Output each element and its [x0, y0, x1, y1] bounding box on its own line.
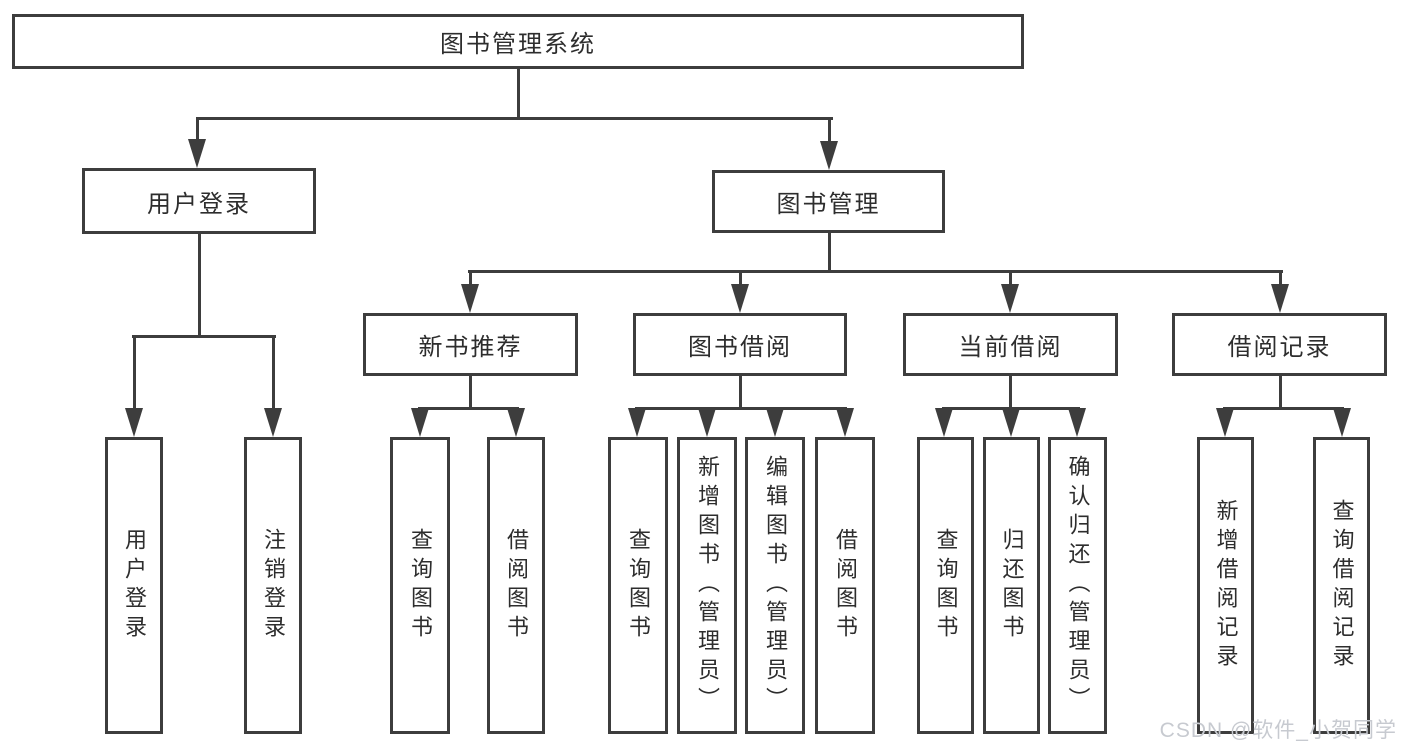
leaf-borrow-borrow-book-label: 借阅图书 [833, 527, 858, 644]
leaf-add-book-admin: 新增图书（管理员） [677, 437, 737, 734]
connector-line [469, 376, 472, 409]
leaf-recommend-query-book-label: 查询图书 [408, 527, 433, 644]
arrow-down-icon [461, 284, 479, 313]
arrow-down-icon [1216, 408, 1234, 437]
connector-line [739, 376, 742, 409]
arrow-down-icon [628, 408, 646, 437]
leaf-query-borrow-record: 查询借阅记录 [1313, 437, 1370, 734]
arrow-down-icon [188, 139, 206, 168]
node-user-login: 用户登录 [82, 168, 316, 234]
leaf-add-borrow-record: 新增借阅记录 [1197, 437, 1254, 734]
leaf-current-query-book-label: 查询图书 [933, 527, 959, 644]
arrow-down-icon [507, 408, 525, 437]
connector-line [418, 407, 519, 410]
arrow-down-icon [1002, 408, 1020, 437]
leaf-current-query-book: 查询图书 [917, 437, 974, 734]
node-book-borrow: 图书借阅 [633, 313, 847, 376]
connector-line [1009, 272, 1012, 287]
leaf-confirm-return-admin: 确认归还（管理员） [1048, 437, 1107, 734]
csdn-watermark: CSDN @软件_小贺同学 [1159, 719, 1397, 742]
leaf-return-book: 归还图书 [983, 437, 1040, 734]
connector-line [635, 407, 847, 410]
leaf-edit-book-admin: 编辑图书（管理员） [745, 437, 805, 734]
node-book-management: 图书管理 [712, 170, 945, 233]
leaf-logout-label: 注销登录 [261, 527, 286, 644]
arrow-down-icon [1068, 408, 1086, 437]
connector-line [828, 233, 831, 272]
arrow-down-icon [411, 408, 429, 437]
node-new-book-recommend: 新书推荐 [363, 313, 578, 376]
connector-line [196, 117, 833, 120]
connector-line [133, 337, 136, 412]
leaf-add-book-admin-label: 新增图书（管理员） [695, 455, 720, 716]
arrow-down-icon [125, 408, 143, 437]
leaf-query-borrow-record-label: 查询借阅记录 [1329, 498, 1355, 673]
arrow-down-icon [264, 408, 282, 437]
connector-line [828, 118, 831, 145]
leaf-recommend-query-book: 查询图书 [390, 437, 450, 734]
connector-line [1223, 407, 1344, 410]
arrow-down-icon [1271, 284, 1289, 313]
leaf-recommend-borrow-book: 借阅图书 [487, 437, 545, 734]
leaf-edit-book-admin-label: 编辑图书（管理员） [763, 455, 788, 716]
leaf-borrow-query-book-label: 查询图书 [626, 527, 651, 644]
node-borrow-record: 借阅记录 [1172, 313, 1387, 376]
arrow-down-icon [935, 408, 953, 437]
connector-line [1009, 376, 1012, 409]
connector-line [517, 68, 520, 119]
leaf-return-book-label: 归还图书 [999, 527, 1025, 644]
arrow-down-icon [836, 408, 854, 437]
leaf-logout: 注销登录 [244, 437, 302, 734]
connector-line [739, 272, 742, 287]
connector-line [272, 337, 275, 412]
leaf-recommend-borrow-book-label: 借阅图书 [504, 527, 529, 644]
node-current-borrow: 当前借阅 [903, 313, 1118, 376]
connector-line [198, 234, 201, 337]
connector-line [468, 270, 1283, 273]
leaf-borrow-borrow-book: 借阅图书 [815, 437, 875, 734]
arrow-down-icon [820, 141, 838, 170]
leaf-user-login-label: 用户登录 [122, 527, 147, 644]
leaf-user-login: 用户登录 [105, 437, 163, 734]
leaf-confirm-return-admin-label: 确认归还（管理员） [1065, 455, 1091, 716]
connector-line [196, 118, 199, 143]
arrow-down-icon [698, 408, 716, 437]
connector-line [469, 272, 472, 287]
connector-line [1279, 376, 1282, 409]
leaf-add-borrow-record-label: 新增借阅记录 [1213, 498, 1239, 673]
connector-line [1279, 272, 1282, 287]
arrow-down-icon [766, 408, 784, 437]
arrow-down-icon [731, 284, 749, 313]
connector-line [132, 335, 276, 338]
node-library-system: 图书管理系统 [12, 14, 1024, 69]
arrow-down-icon [1001, 284, 1019, 313]
arrow-down-icon [1333, 408, 1351, 437]
leaf-borrow-query-book: 查询图书 [608, 437, 668, 734]
